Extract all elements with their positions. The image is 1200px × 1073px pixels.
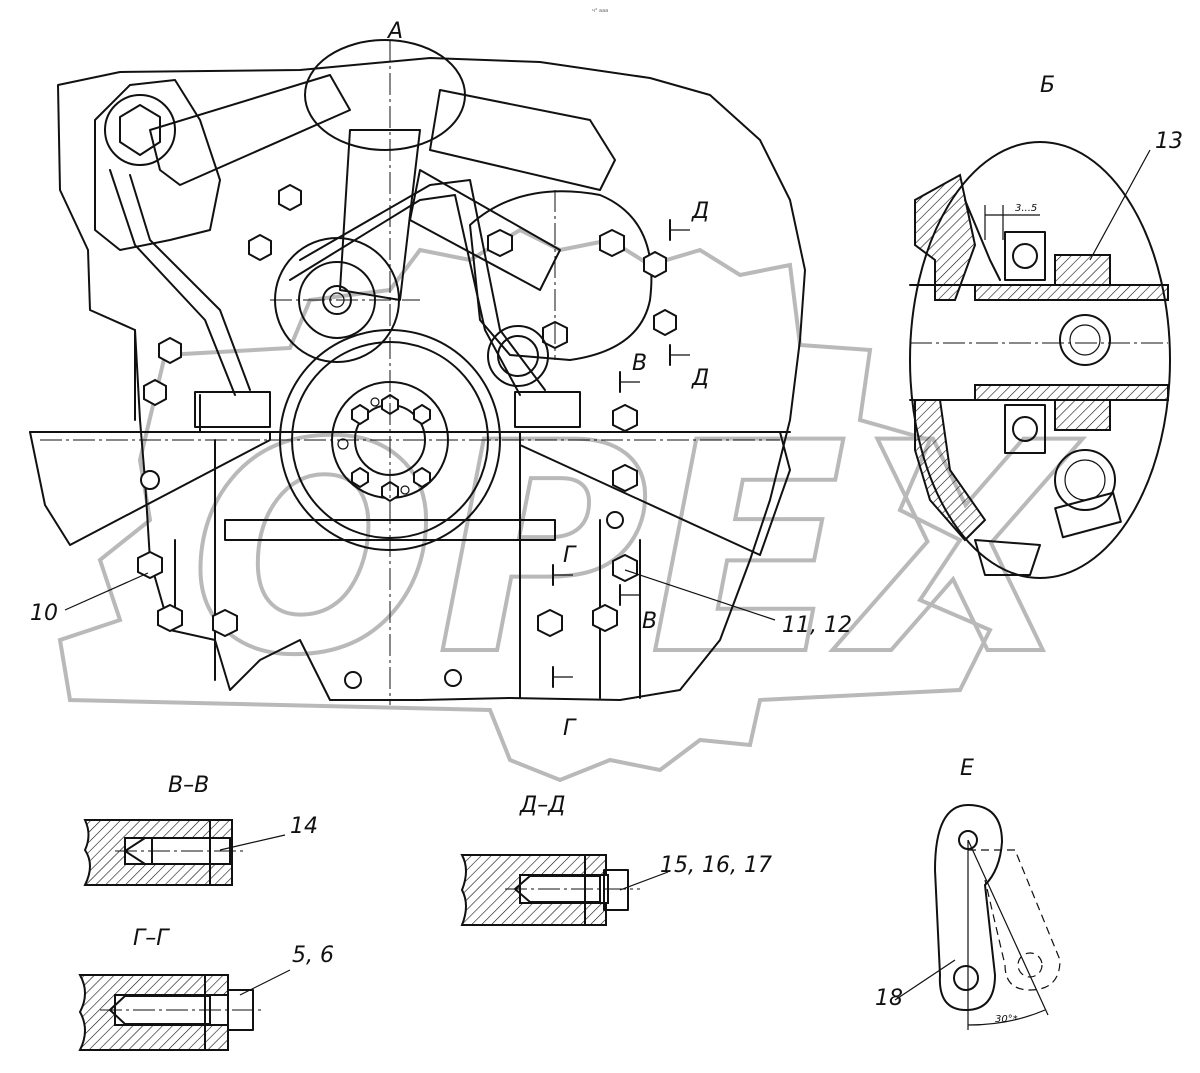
part-13-label: 13 bbox=[1155, 129, 1183, 154]
housing-bolts bbox=[137, 183, 677, 689]
part-5-6-label: 5, 6 bbox=[292, 943, 334, 968]
top-mark: ч° ааа bbox=[592, 8, 608, 14]
part-11-12-label: 11, 12 bbox=[782, 613, 852, 638]
watermark-gear: OPEX bbox=[57, 227, 1085, 783]
part-15-16-17-label: 15, 16, 17 bbox=[660, 853, 772, 878]
view-a-engine-front bbox=[29, 39, 806, 705]
section-d-bottom: Д bbox=[691, 366, 709, 391]
section-gg bbox=[78, 969, 291, 1051]
view-e-label: Е bbox=[960, 756, 974, 781]
view-a-label: А bbox=[386, 19, 403, 44]
dim-3-5-label: 3...5 bbox=[1015, 203, 1037, 214]
section-d-top: Д bbox=[691, 199, 709, 224]
section-g-top: Г bbox=[563, 543, 577, 568]
view-b-label: Б bbox=[1040, 73, 1055, 98]
section-vv-title: В–В bbox=[168, 773, 209, 798]
angle-30-label: 30°* bbox=[995, 1014, 1018, 1025]
section-dd bbox=[460, 854, 669, 926]
view-b-detail bbox=[909, 141, 1171, 579]
part-10-label: 10 bbox=[30, 601, 58, 626]
view-e-lever bbox=[894, 804, 1061, 1030]
section-dd-title: Д–Д bbox=[519, 793, 565, 818]
section-vv bbox=[83, 819, 286, 886]
pulley-bolt-ring bbox=[337, 393, 431, 503]
section-v-bottom: В bbox=[642, 609, 657, 634]
section-v-top: В bbox=[632, 351, 647, 376]
section-gg-title: Г–Г bbox=[133, 926, 170, 951]
section-g-bottom: Г bbox=[563, 716, 577, 741]
part-14-label: 14 bbox=[290, 814, 318, 839]
part-18-label: 18 bbox=[875, 986, 903, 1011]
section-marks bbox=[552, 219, 690, 688]
